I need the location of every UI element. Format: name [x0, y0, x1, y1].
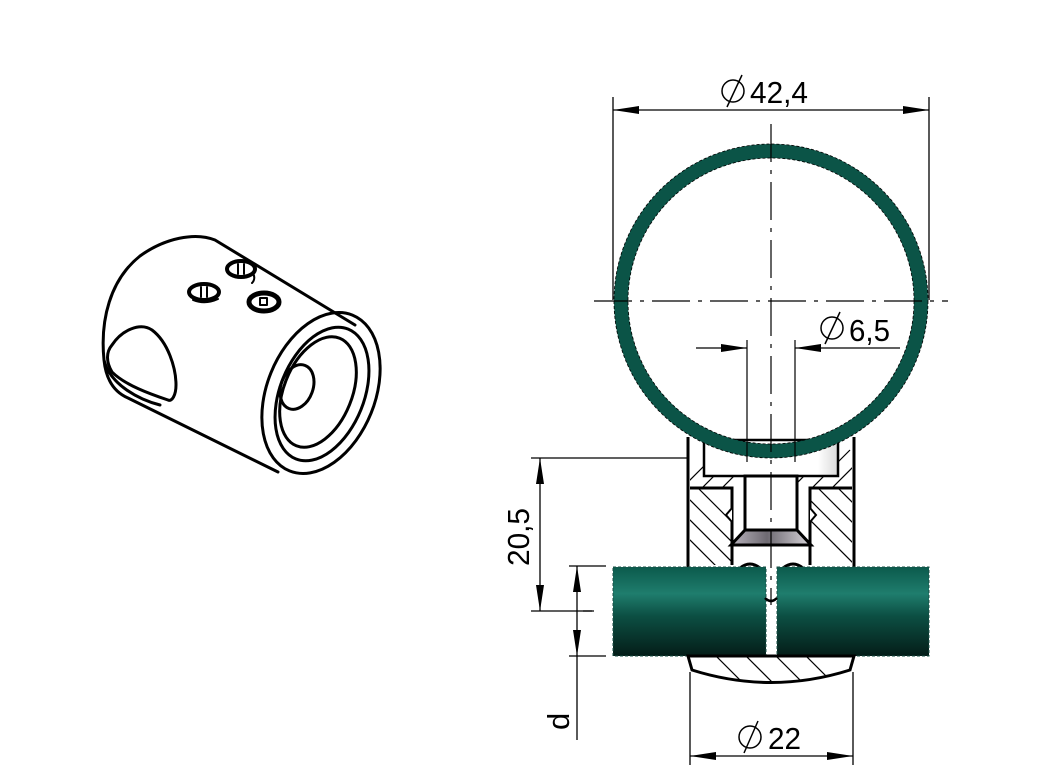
diameter-symbol-icon — [820, 316, 844, 340]
section-view — [594, 124, 948, 684]
iso-set-screw-2 — [225, 259, 257, 284]
iso-left-saddle-cutout — [106, 325, 178, 402]
diameter-symbol-icon — [721, 79, 745, 103]
iso-set-screw-3 — [246, 290, 282, 314]
label-hole-diameter: 6,5 — [820, 311, 890, 348]
label-tube-diameter: 42,4 — [721, 74, 808, 110]
label-height: 20,5 — [501, 508, 536, 566]
cross-bar-left — [612, 566, 767, 657]
dimension-labels: 42,4 6,5 20,5 d 22 — [501, 74, 890, 756]
diameter-symbol-icon — [738, 725, 762, 749]
cross-bar-right — [776, 566, 930, 657]
hole-projection-lines — [746, 340, 796, 462]
dim-bar-diameter — [689, 672, 854, 765]
isometric-view — [101, 235, 382, 475]
iso-set-screw-1 — [187, 282, 221, 304]
iso-body-outline — [101, 235, 357, 474]
iso-bore — [278, 363, 316, 411]
label-bar-diameter: 22 — [738, 720, 801, 756]
center-lines — [594, 124, 948, 605]
dim-tube-diameter — [612, 97, 930, 300]
tube-diameter-value: 42,4 — [750, 75, 808, 110]
iso-right-end-inner — [278, 335, 358, 449]
bottom-cap — [686, 654, 856, 684]
offset-d-value: d — [541, 713, 576, 730]
bar-diameter-value: 22 — [768, 721, 801, 756]
height-value: 20,5 — [501, 508, 536, 566]
cross-bar — [612, 566, 930, 657]
dim-offset-d — [569, 565, 606, 740]
label-offset-d: d — [541, 713, 576, 730]
iso-right-end-outer — [260, 311, 382, 475]
hatch-right — [810, 488, 852, 565]
dimensions — [531, 97, 930, 765]
hole-diameter-value: 6,5 — [849, 313, 890, 348]
